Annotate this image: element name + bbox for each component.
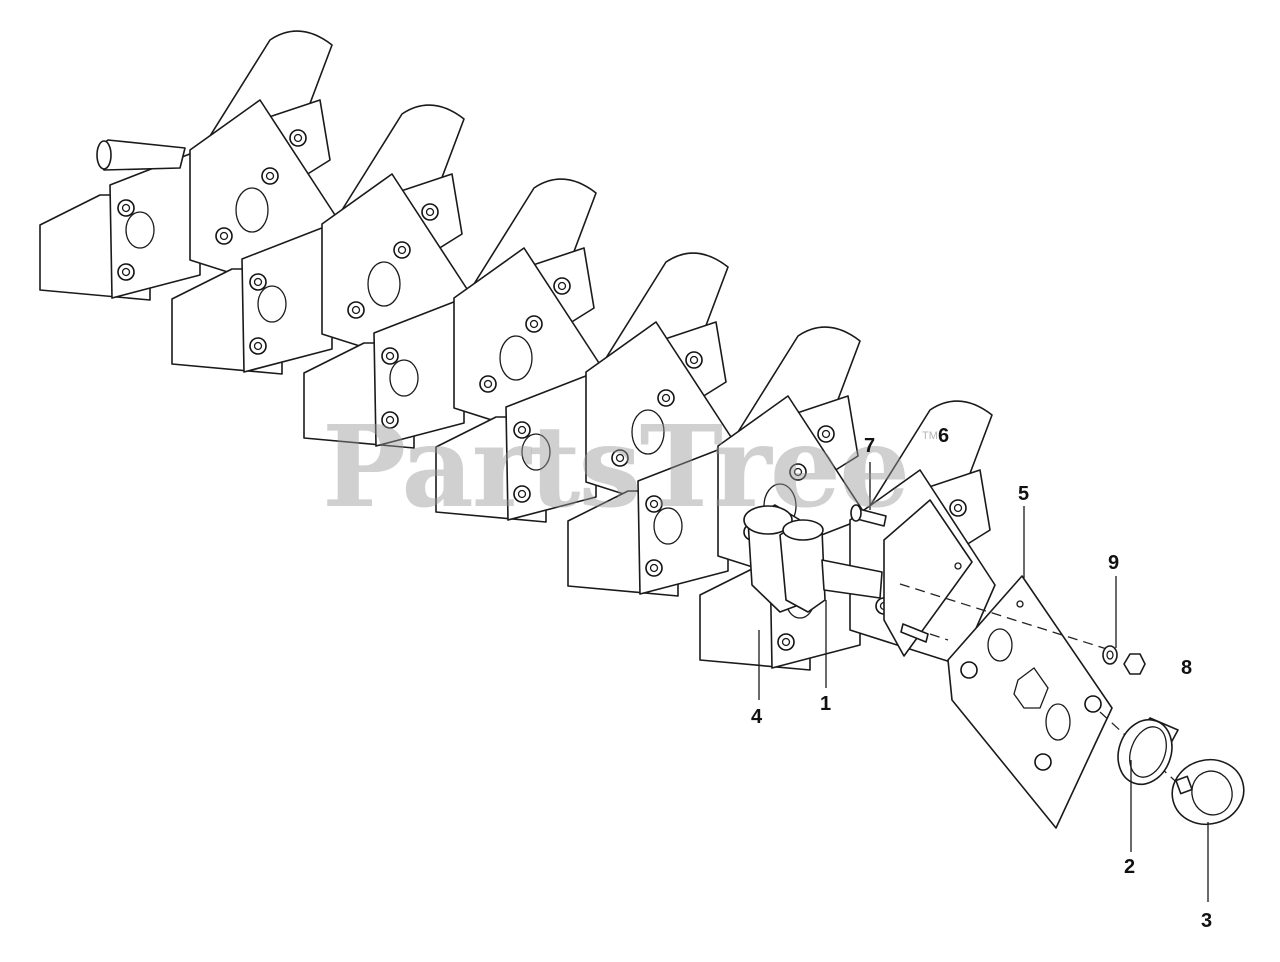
- leader-lines: [758, 462, 1209, 902]
- callout-5: 5: [1018, 483, 1030, 505]
- part-6-plate: [883, 499, 973, 657]
- tine-assembly: [171, 104, 468, 375]
- tine-assemblies: [39, 30, 996, 671]
- part-3-collar: [1171, 758, 1245, 826]
- watermark: PartsTree: [322, 402, 910, 533]
- callout-1: 1: [820, 693, 832, 715]
- watermark-trademark: TM: [922, 430, 938, 442]
- callout-9: 9: [1108, 552, 1120, 574]
- callout-3: 3: [1201, 910, 1213, 932]
- part-7-bolt: [850, 504, 887, 527]
- part-2-bearing-ring: [1117, 717, 1179, 786]
- part-8-nut: [1123, 653, 1146, 675]
- callout-7: 7: [864, 435, 876, 457]
- part-9-washer: [1102, 645, 1118, 665]
- shaft-stub-left: [96, 139, 186, 171]
- part-5-mounting-plate: [947, 575, 1113, 829]
- callout-2: 2: [1124, 856, 1136, 878]
- callout-8: 8: [1181, 657, 1193, 679]
- part-1-shaft-hub: [743, 504, 883, 613]
- callout-6: 6: [938, 425, 950, 447]
- callout-4: 4: [751, 706, 763, 728]
